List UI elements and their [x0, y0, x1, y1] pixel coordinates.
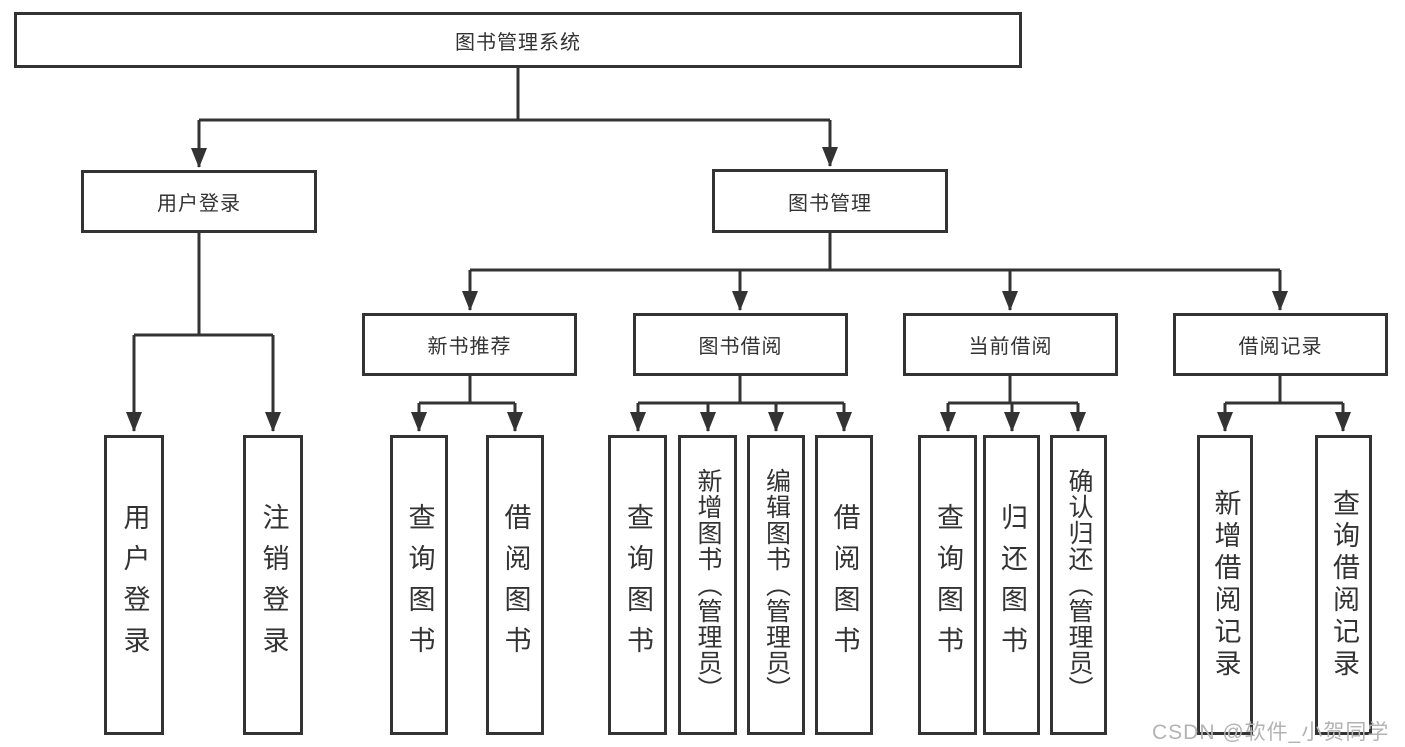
node-user-login-label: 用户登录 — [157, 193, 241, 215]
node-leaf-query-books-2-label: 查询图书 — [623, 503, 653, 667]
node-leaf-query-books-1-label: 查询图书 — [404, 503, 435, 667]
node-new-book-recommend-label: 新书推荐 — [427, 336, 512, 358]
node-leaf-logout-login-label: 注销登录 — [258, 503, 289, 667]
node-leaf-query-books-3: 查询图书 — [918, 435, 977, 735]
node-current-borrow-label: 当前借阅 — [968, 336, 1053, 358]
node-borrow-record: 借阅记录 — [1173, 313, 1388, 376]
node-current-borrow: 当前借阅 — [903, 313, 1118, 376]
node-leaf-edit-book-admin-label: 编辑图书（管理员） — [762, 468, 791, 702]
node-book-borrow: 图书借阅 — [633, 313, 848, 376]
connector-user-login-split — [134, 233, 273, 337]
node-new-book-recommend: 新书推荐 — [362, 313, 577, 376]
node-leaf-query-books-2: 查询图书 — [608, 435, 667, 735]
node-root-label: 图书管理系统 — [455, 31, 581, 54]
node-leaf-query-borrow-record-label: 查询借阅记录 — [1329, 489, 1359, 681]
connector-new-book-split — [419, 376, 515, 405]
connector-current-borrow-split — [948, 376, 1078, 405]
connector-root-split — [199, 68, 830, 122]
node-leaf-add-borrow-record: 新增借阅记录 — [1197, 435, 1253, 735]
node-leaf-query-books-1: 查询图书 — [390, 435, 448, 735]
node-leaf-user-login: 用户登录 — [104, 435, 164, 735]
node-leaf-borrow-books-1: 借阅图书 — [486, 435, 544, 735]
connector-book-borrow-split — [638, 376, 844, 405]
node-user-login: 用户登录 — [81, 170, 317, 233]
node-leaf-query-borrow-record: 查询借阅记录 — [1315, 435, 1372, 735]
node-leaf-add-borrow-record-label: 新增借阅记录 — [1210, 489, 1241, 681]
node-leaf-borrow-books-2: 借阅图书 — [815, 435, 873, 735]
node-leaf-user-login-label: 用户登录 — [119, 503, 150, 667]
node-leaf-edit-book-admin: 编辑图书（管理员） — [747, 435, 805, 735]
node-leaf-add-book-admin: 新增图书（管理员） — [678, 435, 737, 735]
node-leaf-borrow-books-1-label: 借阅图书 — [500, 503, 531, 667]
connector-borrow-record-split — [1225, 376, 1343, 405]
node-leaf-confirm-return-admin-label: 确认归还（管理员） — [1065, 468, 1093, 702]
node-book-mgmt: 图书管理 — [712, 169, 948, 233]
node-root: 图书管理系统 — [14, 12, 1022, 68]
node-borrow-record-label: 借阅记录 — [1238, 336, 1323, 358]
connector-book-mgmt-split — [470, 233, 1280, 272]
node-leaf-logout-login: 注销登录 — [243, 435, 303, 735]
node-leaf-borrow-books-2-label: 借阅图书 — [829, 503, 860, 667]
node-leaf-confirm-return-admin: 确认归还（管理员） — [1050, 435, 1107, 735]
node-book-mgmt-label: 图书管理 — [788, 192, 872, 215]
node-leaf-add-book-admin-label: 新增图书（管理员） — [694, 468, 722, 702]
node-leaf-return-book: 归还图书 — [983, 435, 1040, 735]
node-book-borrow-label: 图书借阅 — [698, 336, 783, 358]
node-leaf-return-book-label: 归还图书 — [997, 503, 1027, 667]
node-leaf-query-books-3-label: 查询图书 — [933, 503, 963, 667]
